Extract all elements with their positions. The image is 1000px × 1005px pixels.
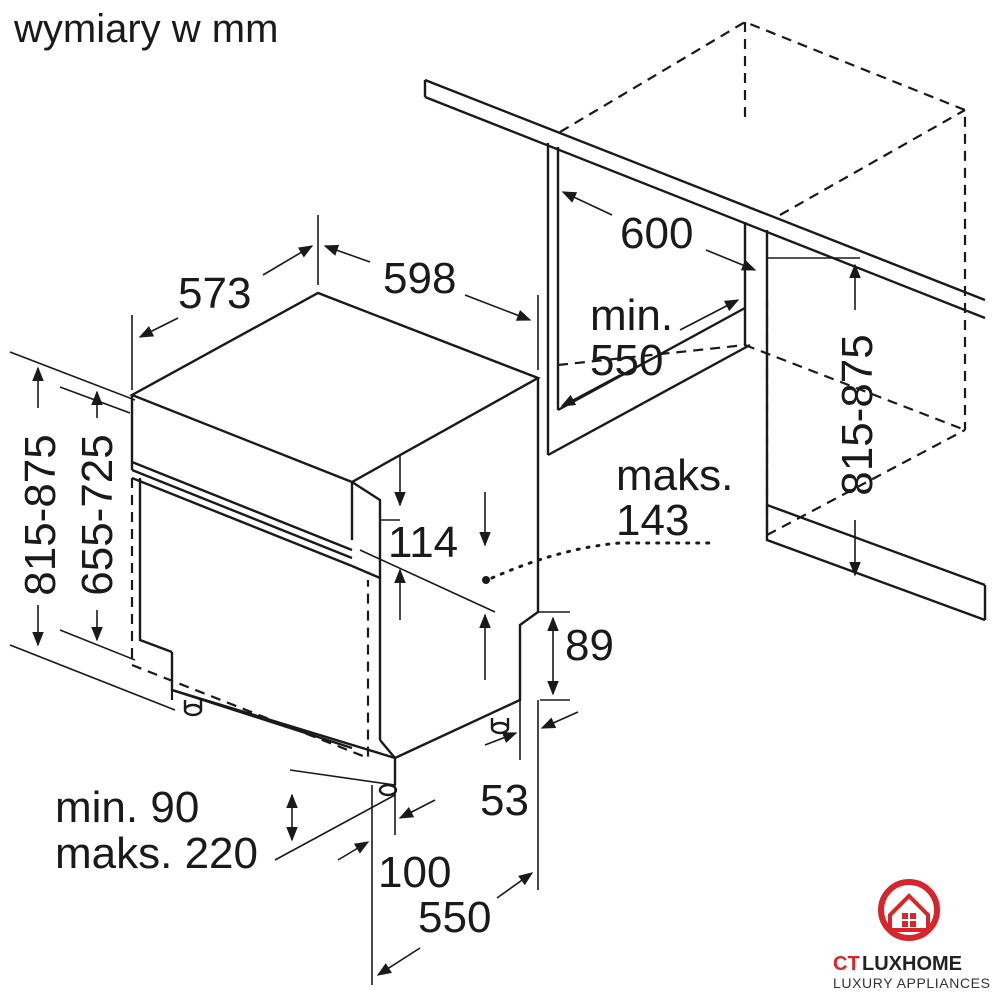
dim-panel-114: 114 — [388, 518, 458, 567]
dim-niche-min-label: min. — [590, 291, 673, 340]
dim-maks-label: maks. — [616, 451, 733, 500]
dim-plinth-depth-100: 100 — [378, 848, 451, 897]
dim-maks-143: 143 — [616, 496, 689, 545]
dim-niche-min-550: 550 — [590, 336, 663, 385]
kitchen-cabinet-niche — [423, 20, 987, 622]
dim-plinth-min-90: min. 90 — [55, 783, 199, 832]
dim-niche-600: 600 — [620, 209, 693, 258]
dimension-lines — [9, 191, 861, 985]
diagram-title: wymiary w mm — [13, 7, 278, 51]
ct-luxhome-logo: CT LUXHOME LUXURY APPLIANCES — [833, 879, 991, 991]
house-icon — [878, 879, 940, 941]
dim-height-left-815-875: 815-875 — [16, 434, 65, 595]
dim-foot-53: 53 — [480, 776, 529, 825]
logo-tagline: LUXURY APPLIANCES — [833, 975, 991, 991]
dim-niche-height-815-875: 815-875 — [833, 334, 882, 495]
dim-width-598: 598 — [383, 254, 456, 303]
dim-plinth-maks-220: maks. 220 — [55, 829, 258, 878]
dim-height-left-655-725: 655-725 — [73, 434, 122, 595]
dishwasher-appliance — [129, 291, 541, 797]
dim-depth-573: 573 — [178, 269, 251, 318]
logo-brand-ct: CT — [833, 953, 860, 975]
logo-brand-luxhome: LUXHOME — [862, 953, 962, 975]
dim-plinth-89: 89 — [565, 621, 614, 670]
dim-depth-bottom-550: 550 — [418, 893, 491, 942]
